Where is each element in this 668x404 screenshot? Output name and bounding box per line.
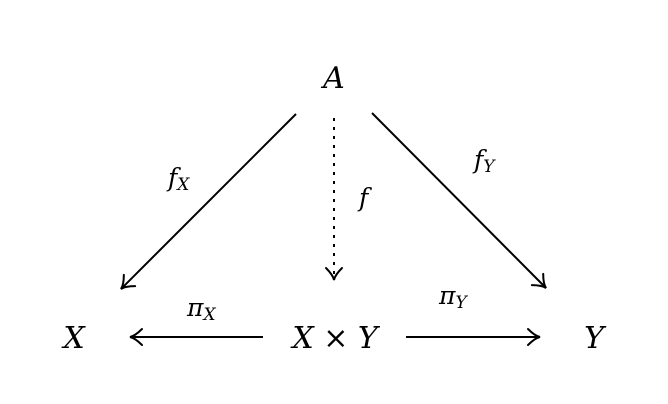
label-f-y: fY — [472, 145, 496, 177]
node-x: X — [61, 321, 86, 356]
label-f-x-main: f — [166, 163, 181, 192]
label-pi-y-sub: Y — [455, 293, 468, 313]
arrow-a-to-y — [371, 112, 547, 289]
node-a: A — [320, 61, 345, 96]
label-pi-x: πX — [186, 293, 216, 325]
label-f-y-main: f — [472, 145, 487, 174]
label-pi-y-main: π — [438, 281, 456, 310]
label-f: f — [357, 183, 372, 212]
label-pi-x-sub: X — [201, 305, 216, 325]
label-pi-y: πY — [438, 281, 468, 313]
label-f-x-sub: X — [175, 175, 190, 195]
label-pi-x-main: π — [186, 293, 204, 322]
arrow-a-to-x — [120, 113, 297, 290]
label-f-main: f — [357, 183, 372, 212]
node-y: Y — [584, 321, 607, 356]
label-f-y-sub: Y — [483, 157, 496, 177]
node-product: X × Y — [290, 321, 381, 356]
label-f-x: fX — [166, 163, 190, 195]
